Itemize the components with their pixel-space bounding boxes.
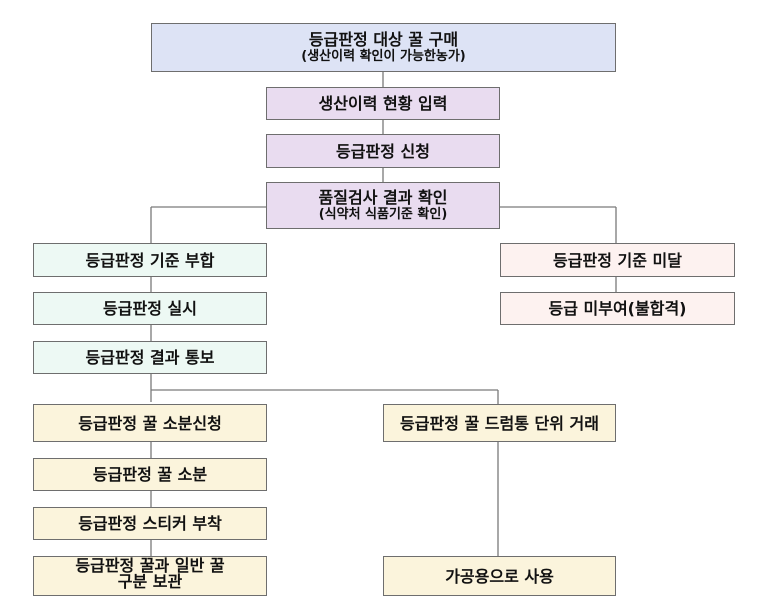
node-subdivide-application-title: 등급판정 꿀 소분신청: [78, 413, 222, 433]
node-honey-purchase-title: 등급판정 대상 꿀 구매: [308, 30, 459, 49]
node-drum-trade-title: 등급판정 꿀 드럼통 단위 거래: [400, 413, 599, 433]
node-result-notification-title: 등급판정 결과 통보: [85, 348, 215, 367]
node-production-record-input-title: 생산이력 현황 입력: [318, 94, 448, 113]
node-below-standard-title: 등급판정 기준 미달: [553, 250, 682, 270]
node-separate-storage-line2: 구분 보관: [117, 572, 183, 591]
node-sticker-attach: 등급판정 스티커 부착: [33, 507, 267, 540]
node-conduct-grading-title: 등급판정 실시: [103, 299, 197, 318]
node-subdivide-title: 등급판정 꿀 소분: [92, 465, 208, 484]
node-drum-trade: 등급판정 꿀 드럼통 단위 거래: [383, 404, 616, 442]
node-conduct-grading: 등급판정 실시: [33, 292, 267, 325]
node-separate-storage-line1: 등급판정 꿀과 일반 꿀: [75, 556, 225, 575]
node-no-grade-title: 등급 미부여(불합격): [548, 299, 687, 318]
node-meets-standard: 등급판정 기준 부합: [33, 243, 267, 277]
node-quality-check-subtitle: (식약처 식품기준 확인): [318, 207, 448, 222]
node-honey-purchase-subtitle: (생산이력 확인이 가능한농가): [301, 49, 466, 64]
node-honey-purchase: 등급판정 대상 꿀 구매 (생산이력 확인이 가능한농가): [151, 23, 616, 72]
node-below-standard: 등급판정 기준 미달: [500, 243, 735, 277]
node-grading-application: 등급판정 신청: [266, 134, 500, 168]
node-no-grade: 등급 미부여(불합격): [500, 292, 735, 325]
node-subdivide-application: 등급판정 꿀 소분신청: [33, 404, 267, 442]
node-processing-use-title: 가공용으로 사용: [445, 566, 554, 586]
node-sticker-attach-title: 등급판정 스티커 부착: [78, 514, 222, 533]
node-quality-check-title: 품질검사 결과 확인: [318, 188, 448, 207]
node-production-record-input: 생산이력 현황 입력: [266, 87, 500, 120]
node-grading-application-title: 등급판정 신청: [336, 141, 430, 161]
node-processing-use: 가공용으로 사용: [383, 556, 616, 596]
node-subdivide: 등급판정 꿀 소분: [33, 458, 267, 491]
node-result-notification: 등급판정 결과 통보: [33, 341, 267, 374]
node-quality-check: 품질검사 결과 확인 (식약처 식품기준 확인): [266, 182, 500, 229]
node-meets-standard-title: 등급판정 기준 부합: [85, 250, 215, 270]
node-separate-storage: 등급판정 꿀과 일반 꿀 구분 보관: [33, 556, 267, 596]
